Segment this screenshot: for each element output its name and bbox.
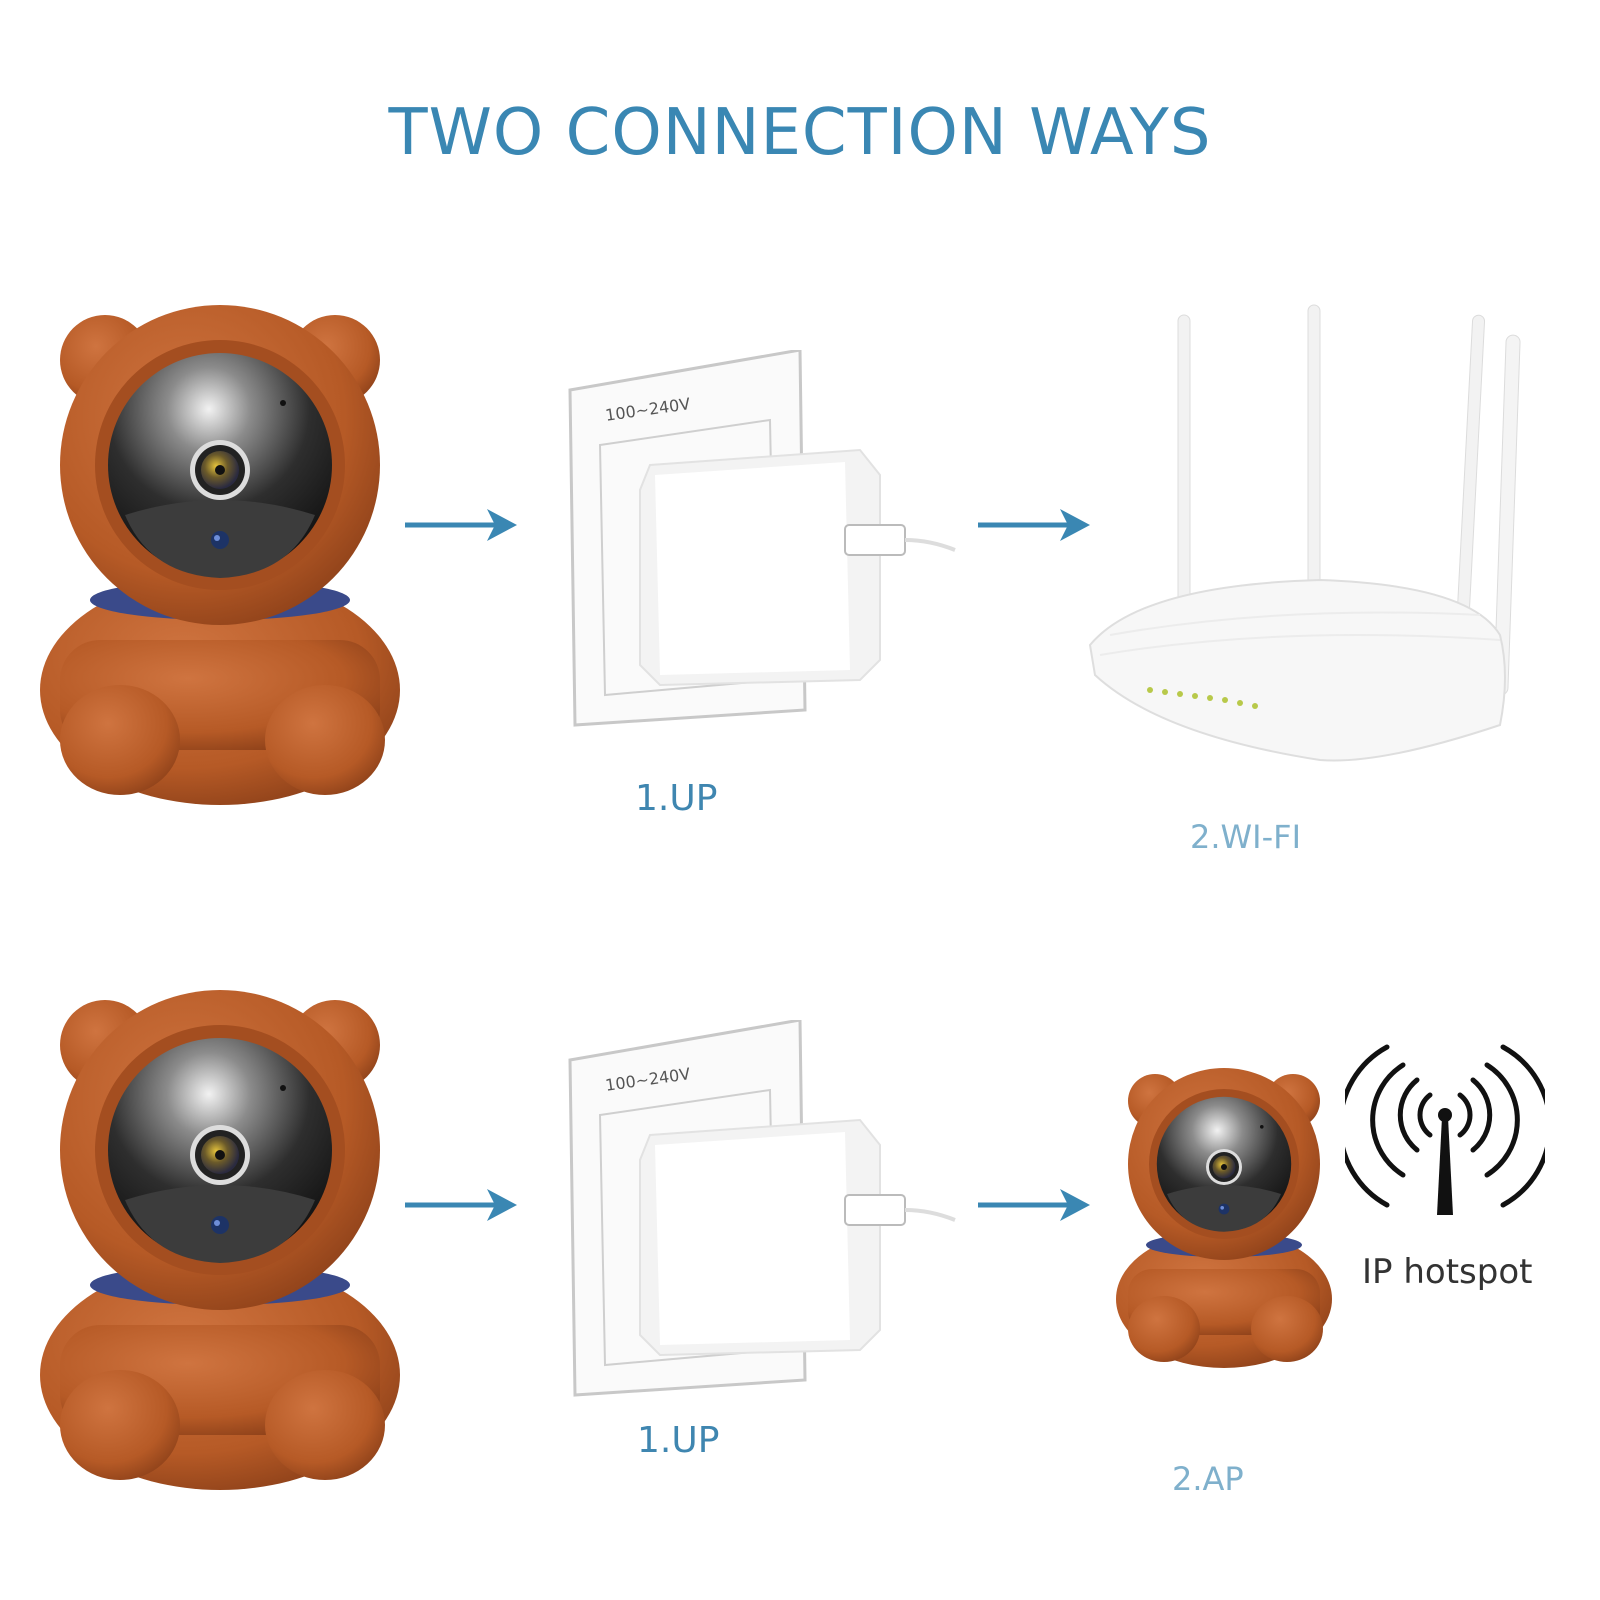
power-adapter-icon: 100~240V	[560, 1020, 960, 1400]
arrow-right-icon	[405, 1185, 520, 1225]
step2-label: 2.AP	[1172, 1460, 1244, 1498]
hotspot-label: IP hotspot	[1362, 1252, 1533, 1292]
bear-camera-icon	[40, 305, 400, 805]
bear-camera-icon	[1116, 1068, 1332, 1368]
power-adapter-icon: 100~240V	[560, 350, 960, 730]
bear-camera-icon	[40, 990, 400, 1490]
step1-label: 1.UP	[635, 778, 718, 819]
arrow-right-icon	[978, 505, 1093, 545]
arrow-right-icon	[405, 505, 520, 545]
wifi-router-icon	[1088, 304, 1521, 762]
step1-label: 1.UP	[637, 1420, 720, 1461]
step2-label: 2.WI-FI	[1190, 818, 1301, 856]
page-title: TWO CONNECTION WAYS	[388, 96, 1212, 170]
antenna-signal-icon	[1345, 1044, 1545, 1215]
arrow-right-icon	[978, 1185, 1093, 1225]
